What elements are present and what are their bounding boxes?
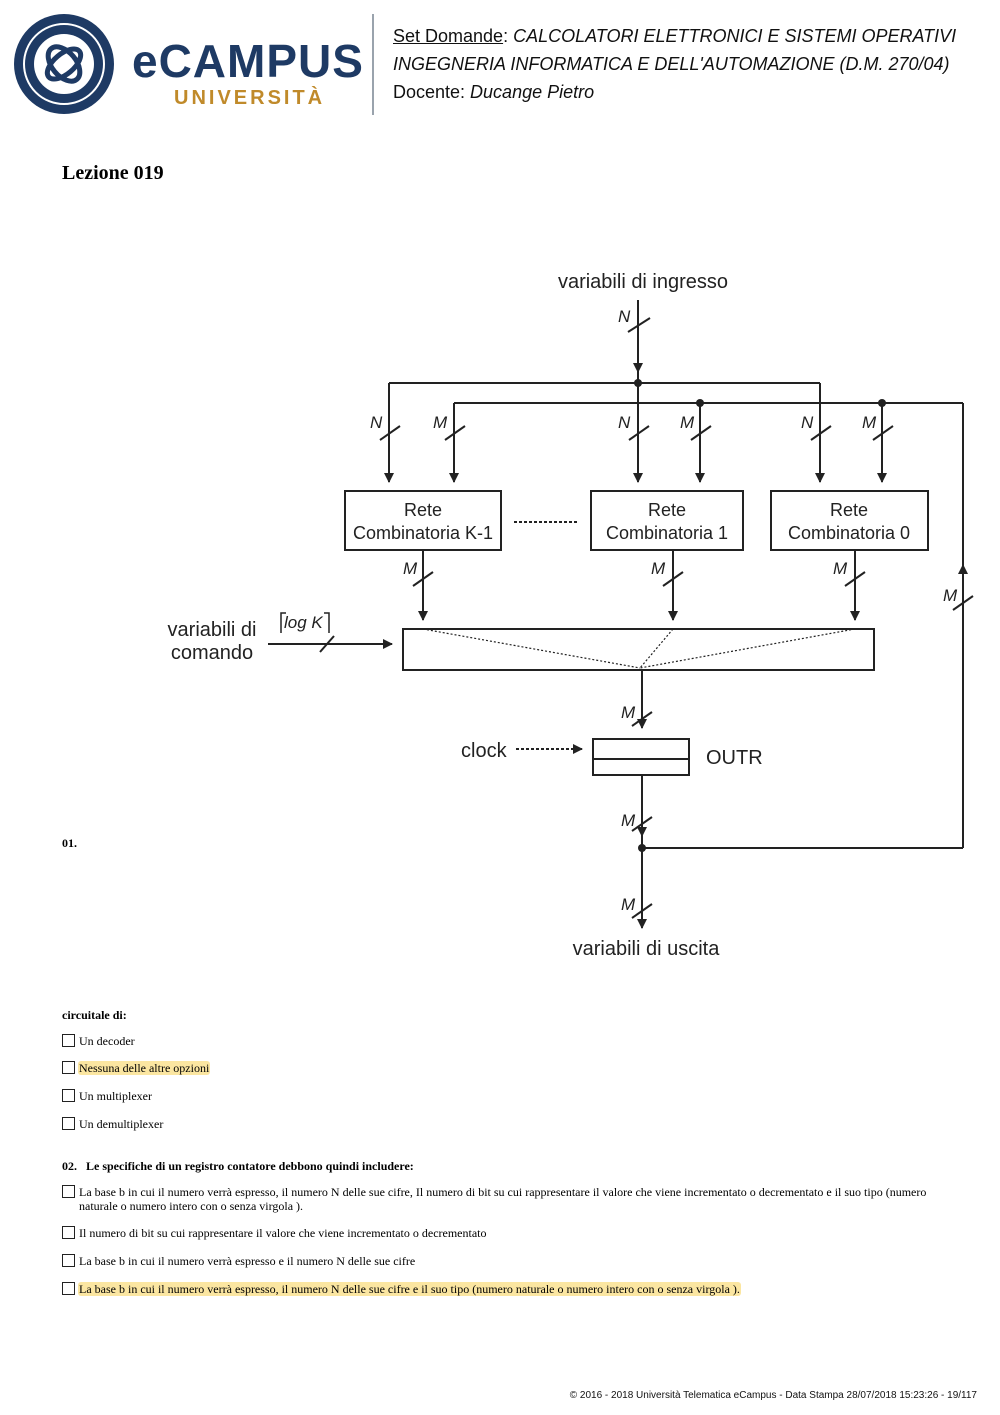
course-name: CALCOLATORI ELETTRONICI E SISTEMI OPERAT… bbox=[513, 26, 957, 46]
svg-text:M: M bbox=[680, 413, 695, 432]
output-label: variabili di uscita bbox=[573, 938, 721, 960]
svg-text:Rete: Rete bbox=[648, 500, 686, 520]
svg-text:M: M bbox=[651, 559, 666, 578]
checkbox[interactable] bbox=[62, 1034, 75, 1047]
svg-text:M: M bbox=[943, 586, 958, 605]
net-box bbox=[770, 490, 929, 551]
option-label: La base b in cui il numero verrà espress… bbox=[78, 1282, 741, 1296]
circuit-diagram: variabili di ingresso N N M N M N M bbox=[168, 271, 974, 960]
svg-text:N: N bbox=[801, 413, 814, 432]
bus-n-label: N bbox=[618, 307, 631, 326]
checkbox[interactable] bbox=[62, 1282, 75, 1295]
question-number: 02. bbox=[62, 1159, 77, 1173]
degree-name: INGEGNERIA INFORMATICA E DELL'AUTOMAZION… bbox=[393, 54, 950, 74]
answer-option[interactable]: Il numero di bit su cui rappresentare il… bbox=[62, 1226, 488, 1240]
ecampus-logo: eCAMPUS UNIVERSITÀ bbox=[14, 14, 363, 116]
answer-option[interactable]: La base b in cui il numero verrà espress… bbox=[62, 1282, 741, 1296]
checkbox[interactable] bbox=[62, 1089, 75, 1102]
clock-label: clock bbox=[461, 740, 508, 762]
option-label: Il numero di bit su cui rappresentare il… bbox=[79, 1226, 487, 1240]
svg-text:M: M bbox=[862, 413, 877, 432]
logo-subtitle: UNIVERSITÀ bbox=[174, 87, 326, 109]
set-separator: : bbox=[503, 26, 514, 46]
net-box bbox=[590, 490, 744, 551]
checkbox[interactable] bbox=[62, 1254, 75, 1267]
course-line: Set Domande: CALCOLATORI ELETTRONICI E S… bbox=[393, 22, 956, 50]
logo-emblem-icon bbox=[14, 14, 114, 114]
option-label: Un decoder bbox=[79, 1034, 135, 1048]
svg-text:N: N bbox=[618, 413, 631, 432]
question-text: circuitale di: bbox=[62, 1008, 127, 1022]
multiplexer-box bbox=[402, 628, 875, 671]
question-heading: 02. Le specifiche di un registro contato… bbox=[62, 1159, 414, 1174]
checkbox[interactable] bbox=[62, 1117, 75, 1130]
svg-text:M: M bbox=[621, 895, 636, 914]
lesson-title: Lezione 019 bbox=[62, 162, 164, 184]
checkbox[interactable] bbox=[62, 1061, 75, 1074]
teacher-label: Docente: bbox=[393, 82, 471, 102]
svg-text:comando: comando bbox=[171, 642, 253, 664]
svg-text:N: N bbox=[370, 413, 383, 432]
teacher-name: Ducange Pietro bbox=[470, 82, 595, 102]
net-label: Combinatoria 0 bbox=[788, 523, 910, 543]
teacher-line: Docente: Ducange Pietro bbox=[393, 78, 956, 106]
register-label: OUTR bbox=[706, 747, 763, 769]
footer: © 2016 - 2018 Università Telematica eCam… bbox=[569, 1390, 977, 1401]
header-info: Set Domande: CALCOLATORI ELETTRONICI E S… bbox=[393, 22, 956, 106]
option-label: Un multiplexer bbox=[79, 1089, 152, 1103]
header-divider bbox=[372, 14, 374, 115]
set-label: Set Domande bbox=[393, 26, 504, 46]
answer-option[interactable]: Un decoder bbox=[62, 1034, 136, 1048]
svg-text:M: M bbox=[621, 811, 636, 830]
option-label: Nessuna delle altre opzioni bbox=[78, 1061, 211, 1075]
answer-option[interactable]: La base b in cui il numero verrà espress… bbox=[62, 1185, 940, 1213]
option-label: La base b in cui il numero verrà espress… bbox=[79, 1185, 927, 1213]
question-number: 01. bbox=[62, 836, 77, 850]
command-width: log K bbox=[284, 613, 323, 632]
answer-option[interactable]: Nessuna delle altre opzioni bbox=[62, 1061, 211, 1075]
svg-text:M: M bbox=[433, 413, 448, 432]
answer-option[interactable]: La base b in cui il numero verrà espress… bbox=[62, 1254, 416, 1268]
svg-text:M: M bbox=[403, 559, 418, 578]
net-label: Combinatoria K-1 bbox=[353, 523, 493, 543]
svg-text:Rete: Rete bbox=[404, 500, 442, 520]
net-label: Combinatoria 1 bbox=[606, 523, 728, 543]
input-label: variabili di ingresso bbox=[558, 271, 728, 293]
svg-text:M: M bbox=[833, 559, 848, 578]
bus-slash bbox=[627, 317, 651, 333]
answer-option[interactable]: Un multiplexer bbox=[62, 1089, 153, 1103]
checkbox[interactable] bbox=[62, 1226, 75, 1239]
register-box bbox=[592, 738, 690, 776]
logo-brand: eCAMPUS bbox=[132, 35, 364, 87]
svg-text:Rete: Rete bbox=[830, 500, 868, 520]
option-label: Un demultiplexer bbox=[79, 1117, 164, 1131]
question-text: Le specifiche di un registro contatore d… bbox=[86, 1159, 414, 1173]
degree-line: INGEGNERIA INFORMATICA E DELL'AUTOMAZION… bbox=[393, 50, 956, 78]
answer-option[interactable]: Un demultiplexer bbox=[62, 1117, 164, 1131]
checkbox[interactable] bbox=[62, 1185, 75, 1198]
command-label: variabili di bbox=[168, 619, 257, 641]
option-label: La base b in cui il numero verrà espress… bbox=[79, 1254, 416, 1268]
svg-text:M: M bbox=[621, 703, 636, 722]
net-box bbox=[344, 490, 502, 551]
